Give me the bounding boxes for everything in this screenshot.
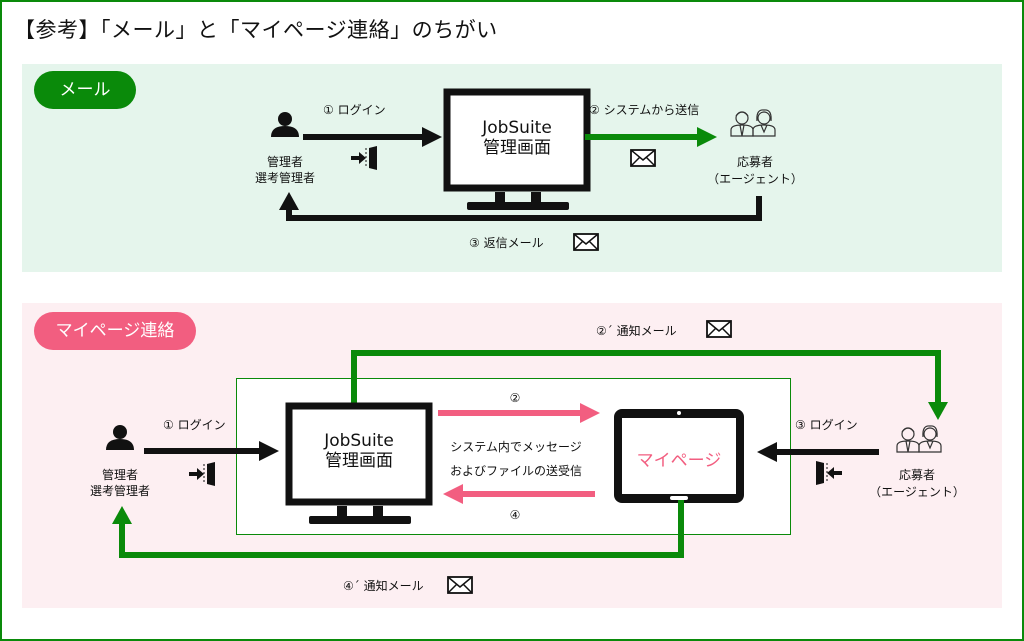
system-sub: 管理画面: [325, 451, 393, 471]
envelope-icon: [630, 149, 656, 167]
mail-admin-label-2: 選考管理者: [254, 171, 315, 185]
mypage-admin-label-1: 管理者: [101, 468, 138, 482]
admin-person-icon: [271, 112, 299, 137]
applicant-login-arrow-head: [757, 442, 777, 462]
mypage-middle-text-2: およびファイルの送受信: [449, 464, 582, 478]
mypage-tablet-icon: [614, 409, 744, 503]
mail-applicant-label-2: （エージェント）: [707, 172, 803, 186]
mail-section-badge: メール: [34, 71, 136, 109]
envelope-icon: [447, 576, 473, 594]
reply-arrow-head: [279, 192, 299, 210]
mypage-step2-label: ②: [509, 391, 521, 405]
mypage-applicant-label-1: 応募者: [898, 468, 935, 482]
message-reply-arrow-head: [443, 484, 463, 504]
envelope-icon: [706, 320, 732, 338]
mypage-step4-notice-label: ④´ 通知メール: [343, 579, 424, 593]
mail-step1-label: ① ログイン: [323, 103, 386, 117]
mypage-system-name: JobSuite 管理画面: [293, 431, 425, 471]
mypage-middle-text-1: システム内でメッセージ: [450, 440, 582, 454]
login-arrow-head: [422, 127, 442, 147]
notice-reply-arrow-head: [112, 506, 132, 524]
system-name: JobSuite: [482, 118, 552, 138]
mail-step3-label: ③ 返信メール: [469, 236, 544, 250]
mypage-step2-notice-label: ②´ 通知メール: [596, 324, 677, 338]
reply-arrow-line: [286, 196, 762, 221]
mypage-admin-label-2: 選考管理者: [89, 484, 150, 498]
mail-step2-label: ② システムから送信: [589, 103, 700, 117]
send-arrow-head: [697, 127, 717, 147]
system-name: JobSuite: [324, 431, 394, 451]
mypage-step1-label: ① ログイン: [163, 418, 226, 432]
mypage-applicant-label-2: （エージェント）: [869, 485, 965, 499]
notice-mail-arrow-line: [351, 350, 941, 410]
page-title: 【参考】「メール」と「マイページ連絡」のちがい: [14, 18, 498, 42]
admin-person-icon: [106, 425, 134, 450]
applicants-icon: [730, 109, 776, 137]
mypage-screen-label: マイページ: [636, 451, 722, 471]
login-door-icon: [814, 459, 844, 487]
login-door-icon: [187, 460, 217, 488]
mypage-step3-label: ③ ログイン: [795, 418, 858, 432]
mypage-step4-label: ④: [509, 508, 521, 522]
mypage-section-badge: マイページ連絡: [34, 312, 196, 350]
login-arrow-head: [259, 441, 279, 461]
notice-mail-arrow-head: [928, 402, 948, 420]
notice-reply-arrow-line: [119, 500, 684, 558]
message-send-arrow-head: [580, 403, 600, 423]
system-sub: 管理画面: [483, 138, 551, 158]
mail-applicant-label-1: 応募者: [736, 155, 773, 169]
login-door-icon: [349, 144, 379, 172]
envelope-icon: [573, 233, 599, 251]
applicants-icon: [896, 425, 942, 453]
mail-admin-label-1: 管理者: [266, 155, 303, 169]
mail-system-name: JobSuite 管理画面: [451, 118, 583, 158]
